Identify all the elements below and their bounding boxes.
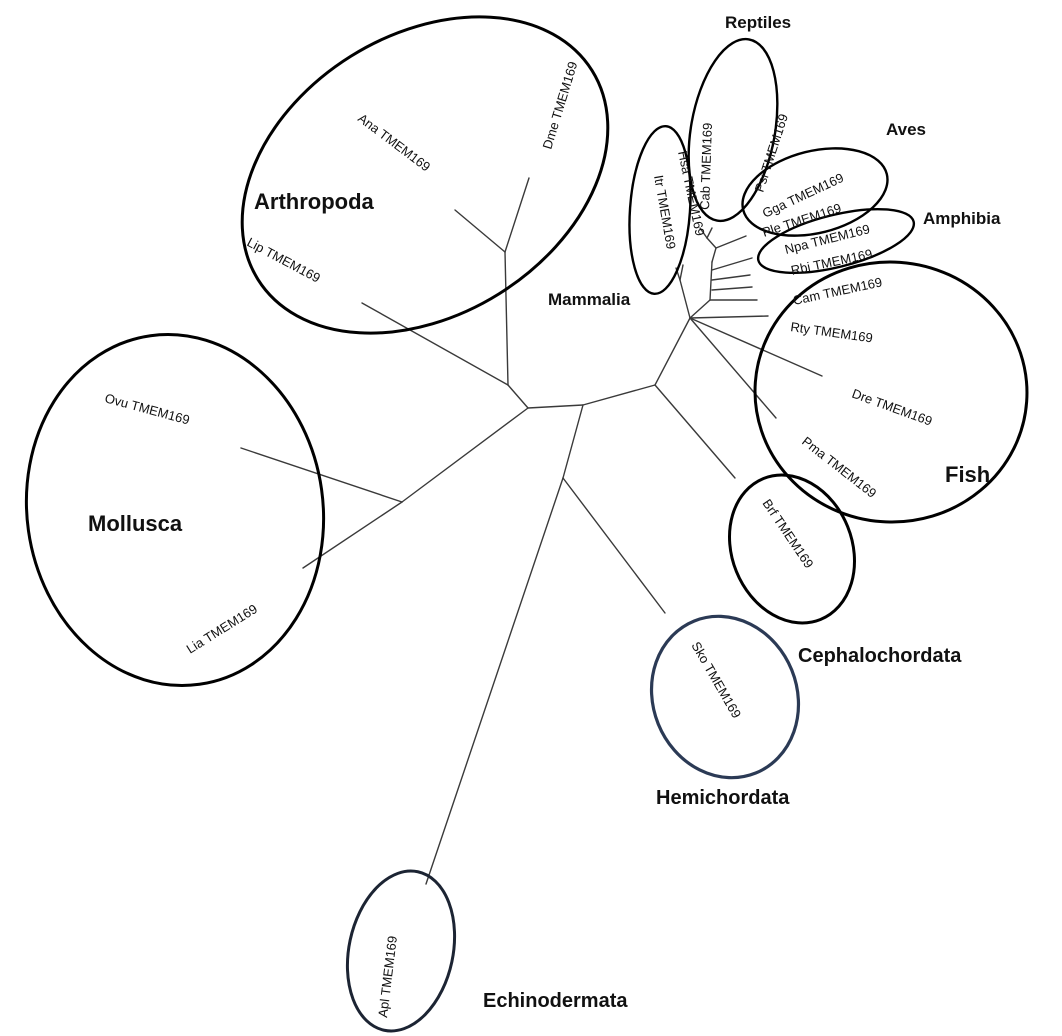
branch-ovu [240,447,403,503]
taxon-label-dme: Dme TMEM169 [540,60,581,151]
branch-psi [706,227,713,239]
branch-mammalia-stem [679,279,691,319]
group-label-mollusca: Mollusca [88,511,183,536]
taxon-label-ovu: Ovu TMEM169 [103,390,191,427]
hemichordata-ellipse [649,614,801,780]
taxon-label-cam: Cam TMEM169 [792,274,884,308]
group-label-mammalia: Mammalia [548,290,631,309]
tree-branches [240,177,823,885]
branch-dre [689,317,823,377]
taxon-label-dre: Dre TMEM169 [850,386,934,429]
taxon-label-sko: Sko TMEM169 [688,639,744,721]
cephalochordata-ellipse [728,473,856,625]
taxon-label-itr: Itr TMEM169 [651,174,679,250]
branch-amniota [711,247,717,263]
group-label-reptiles: Reptiles [725,13,791,32]
taxon-label-psi: Psi TMEM169 [752,112,791,194]
branch-arthro-stem [504,251,509,386]
branch-dme [504,177,530,253]
branch-center-arthropoda-node [507,384,529,409]
group-label-aves: Aves [886,120,926,139]
taxon-label-brf: Brf TMEM169 [760,496,817,571]
branch-apl [425,477,564,885]
branch-rbi [711,286,753,291]
branch-ple [711,257,753,271]
group-label-hemichordata: Hemichordata [656,787,790,809]
mollusca-ellipse [24,332,326,688]
branch-pma [689,317,777,419]
branch-npa [711,274,751,281]
taxon-label-apl: Apl TMEM169 [375,935,400,1018]
branch-chordata-stem [654,317,691,386]
branch-hsa [679,264,684,281]
branch-lia [302,501,403,569]
taxon-label-cab: Cab TMEM169 [697,122,715,210]
taxon-labels: Ana TMEM169 Dme TMEM169 Lip TMEM169 Ovu … [103,60,934,1019]
branch-ana [454,209,506,253]
branch-mid-ambulacraria [562,404,584,479]
aves-ellipse [741,147,889,237]
branch-vertebrata [689,299,711,319]
branch-mid-chordata [582,384,656,406]
taxon-label-pma: Pma TMEM169 [799,434,879,501]
branch-tetrapoda-stem [709,261,713,301]
group-label-amphibia: Amphibia [923,209,1001,228]
branch-brf [654,384,736,479]
branch-sauria [706,237,717,249]
reptiles-ellipse [687,37,779,223]
fish-ellipse [753,260,1029,524]
branch-center-mid [527,404,584,409]
branch-rty [689,315,769,319]
mammalia-ellipse [628,124,692,296]
taxon-label-lia: Lia TMEM169 [184,601,260,656]
echinodermata-ellipse [345,869,457,1033]
group-label-arthropoda: Arthropoda [254,189,375,214]
group-labels: Reptiles Aves Amphibia Mammalia Arthropo… [88,13,1001,1012]
taxon-label-ana: Ana TMEM169 [355,110,433,174]
branch-lip [361,302,509,386]
branch-gga [715,235,747,249]
group-label-echinodermata: Echinodermata [483,990,628,1012]
group-label-fish: Fish [945,462,990,487]
group-label-cephalochordata: Cephalochordata [798,645,962,667]
branch-sko [562,477,666,614]
taxon-label-rty: Rty TMEM169 [790,319,874,345]
arthropoda-ellipse [240,15,610,335]
amphibia-ellipse [756,208,916,274]
branch-cab [699,227,708,239]
clade-outlines [24,15,1029,1033]
branch-center-mollusca [401,407,529,503]
